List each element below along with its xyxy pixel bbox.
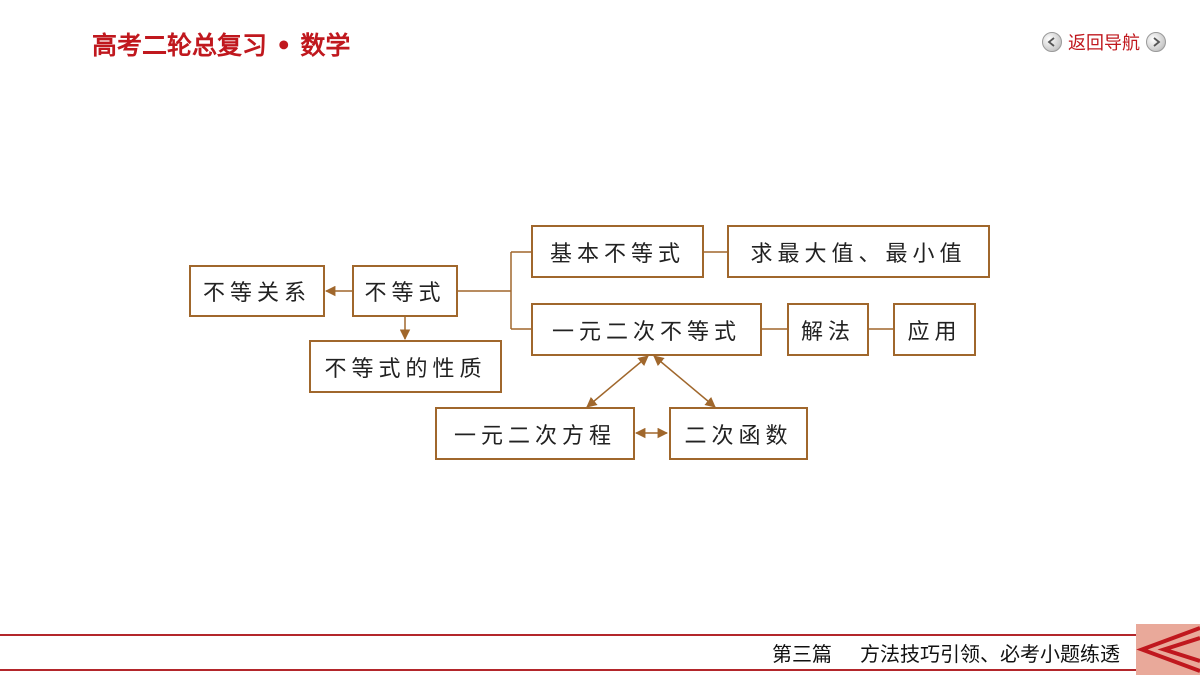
right-arrow-icon[interactable]: [1146, 32, 1166, 52]
nav-bar: 返回导航: [1042, 30, 1166, 54]
node-application: 应用: [893, 303, 976, 356]
node-max-min: 求最大值、最小值: [727, 225, 990, 278]
node-inequality-properties: 不等式的性质: [309, 340, 502, 393]
node-solution-method: 解法: [787, 303, 869, 356]
node-basic-inequality: 基本不等式: [531, 225, 704, 278]
footer-part: 第三篇: [772, 642, 832, 666]
back-chevron-icon[interactable]: [1136, 624, 1200, 675]
footer-divider-top: [0, 634, 1140, 636]
footer-subtitle: 方法技巧引领、必考小题练透: [860, 642, 1120, 666]
page-title: 高考二轮总复习 • 数学: [92, 31, 351, 60]
back-navigation-link[interactable]: 返回导航: [1068, 33, 1140, 54]
connector-quadratic-to-equation: [586, 355, 649, 408]
node-quadratic-inequality: 一元二次不等式: [531, 303, 762, 356]
left-arrow-icon[interactable]: [1042, 32, 1062, 52]
node-quadratic-equation: 一元二次方程: [435, 407, 635, 460]
connector-quadratic-to-function: [653, 355, 716, 408]
footer-chapter: 第三篇 方法技巧引领、必考小题练透: [772, 638, 1120, 667]
node-quadratic-function: 二次函数: [669, 407, 808, 460]
node-inequality: 不等式: [352, 265, 458, 317]
footer-divider-bottom: [0, 669, 1140, 671]
node-inequality-relation: 不等关系: [189, 265, 325, 317]
